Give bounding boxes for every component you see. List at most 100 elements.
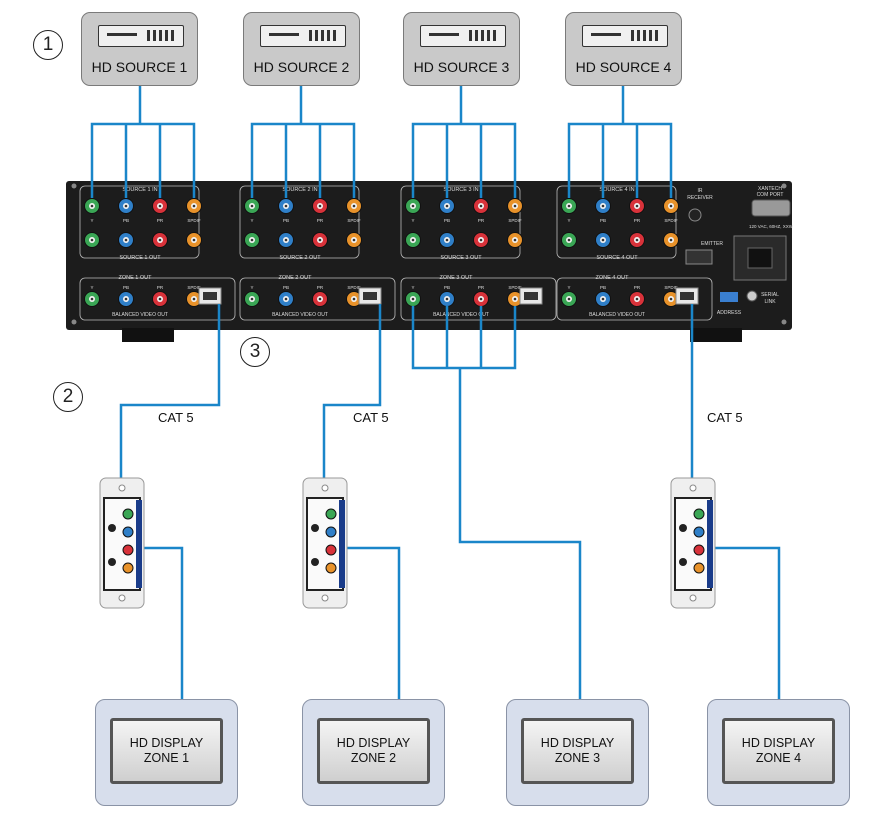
- source-fanout-cable: [567, 122, 673, 198]
- display-screen: HD DISPLAY ZONE 4: [722, 718, 835, 784]
- zone3-component-cable: [411, 306, 517, 370]
- wallplate-ir-jack: [108, 524, 116, 532]
- zone-jack-pin: [318, 297, 322, 301]
- zone3-component-cable: [458, 368, 582, 699]
- rj45-port-opening: [680, 292, 694, 300]
- jack-label: SPDIF: [664, 218, 678, 223]
- hd-display-zone-3: HD DISPLAY ZONE 3: [506, 699, 649, 806]
- jack-label: PB: [123, 285, 129, 290]
- jack-label: Y: [250, 285, 253, 290]
- wallplate-screw: [689, 594, 697, 602]
- zone-output-title: ZONE 1 OUT: [118, 275, 152, 281]
- jack-label: Y: [411, 285, 414, 290]
- serial-link-label: LINK: [764, 299, 776, 305]
- zone-jack-pin: [90, 297, 94, 301]
- input-group-box: [79, 185, 200, 259]
- loop-out-jack-pin: [479, 238, 483, 242]
- jack-label: Y: [411, 218, 414, 223]
- chassis-foot-right: [690, 328, 742, 342]
- loop-out-jack-pin: [635, 238, 639, 242]
- wallplate-audio-jack: [311, 558, 319, 566]
- zone-jack-pin: [284, 297, 288, 301]
- wallplate-side-bar: [339, 500, 345, 588]
- com-port-connector: [751, 199, 791, 217]
- callout-1: 1: [33, 30, 63, 60]
- zone-jack-pin: [445, 297, 449, 301]
- callout-2: 2: [53, 382, 83, 412]
- cat5-label-zone2: CAT 5: [353, 410, 389, 425]
- display-label: HD DISPLAY ZONE 2: [336, 736, 411, 765]
- input-jack-pin: [250, 204, 254, 208]
- jack-label: PR: [157, 218, 164, 223]
- loop-out-jack-pin: [192, 238, 196, 242]
- wallplate-to-display-cable: [713, 546, 781, 699]
- loop-out-jack-pin: [124, 238, 128, 242]
- input-jack-pin: [567, 204, 571, 208]
- source-fanout-cable: [411, 122, 517, 198]
- jack-label: PB: [444, 218, 450, 223]
- jack-label: PB: [283, 285, 289, 290]
- jack-label: Y: [250, 218, 253, 223]
- loop-out-jack-pin: [669, 238, 673, 242]
- balanced-video-label: BALANCED VIDEO OUT: [589, 312, 645, 318]
- zone-jack-pin: [352, 297, 356, 301]
- chassis-screw: [781, 319, 787, 325]
- input-jack-pin: [284, 204, 288, 208]
- cat5-label-zone1: CAT 5: [158, 410, 194, 425]
- jack-label: SPDIF: [347, 285, 361, 290]
- wallplate-audio-jack: [679, 558, 687, 566]
- wallplate-screw: [689, 484, 697, 492]
- zone-jack-pin: [479, 297, 483, 301]
- input-jack-pin: [601, 204, 605, 208]
- zone-jack-pin: [124, 297, 128, 301]
- wallplate-jack: [325, 562, 337, 574]
- jack-label: PB: [600, 218, 606, 223]
- com-port-label: COM PORT: [757, 192, 784, 198]
- com-port-label: XANTECH: [758, 186, 782, 192]
- jack-label: PR: [317, 285, 324, 290]
- loop-out-jack-pin: [352, 238, 356, 242]
- hd-source-4: HD SOURCE 4: [565, 12, 682, 86]
- display-label: HD DISPLAY ZONE 3: [540, 736, 615, 765]
- source-label: HD SOURCE 2: [253, 59, 350, 75]
- input-jack-pin: [669, 204, 673, 208]
- jack-label: Y: [90, 285, 93, 290]
- wallplate-module: [306, 497, 344, 591]
- wallplate-jack: [693, 544, 705, 556]
- source-device-icon: [98, 25, 184, 47]
- loop-out-jack-pin: [601, 238, 605, 242]
- rj45-port-opening: [524, 292, 538, 300]
- loop-out-jack-pin: [567, 238, 571, 242]
- input-group-box: [400, 185, 521, 259]
- wallplate-module: [674, 497, 712, 591]
- loop-out-title: SOURCE 3 OUT: [440, 255, 482, 261]
- wallplate-side-bar: [136, 500, 142, 588]
- zone-output-box: [79, 277, 236, 321]
- zone-output-title: ZONE 2 OUT: [278, 275, 312, 281]
- input-jack-pin: [90, 204, 94, 208]
- zone-jack-pin: [192, 297, 196, 301]
- input-group-title: SOURCE 4 IN: [599, 187, 634, 193]
- jack-label: PR: [317, 218, 324, 223]
- source-fanout-cable: [90, 122, 196, 198]
- wallplate-to-display-cable: [142, 546, 184, 699]
- wallplate-ir-jack: [311, 524, 319, 532]
- wallplate-screw: [118, 484, 126, 492]
- chassis-foot-left: [122, 328, 174, 342]
- jack-label: SPDIF: [187, 285, 201, 290]
- input-jack-pin: [124, 204, 128, 208]
- zone-jack-pin: [635, 297, 639, 301]
- wallplate-jack: [693, 526, 705, 538]
- ir-receiver-jack: [688, 208, 702, 222]
- jack-label: SPDIF: [508, 218, 522, 223]
- source-device-icon: [420, 25, 506, 47]
- input-group-title: SOURCE 1 IN: [122, 187, 157, 193]
- hd-source-3: HD SOURCE 3: [403, 12, 520, 86]
- jack-label: PR: [634, 218, 641, 223]
- hd-display-zone-1: HD DISPLAY ZONE 1: [95, 699, 238, 806]
- wallplate-jack: [122, 508, 134, 520]
- ir-receiver-label: RECEIVER: [687, 195, 713, 201]
- jack-label: PB: [600, 285, 606, 290]
- rj45-port-opening: [363, 292, 377, 300]
